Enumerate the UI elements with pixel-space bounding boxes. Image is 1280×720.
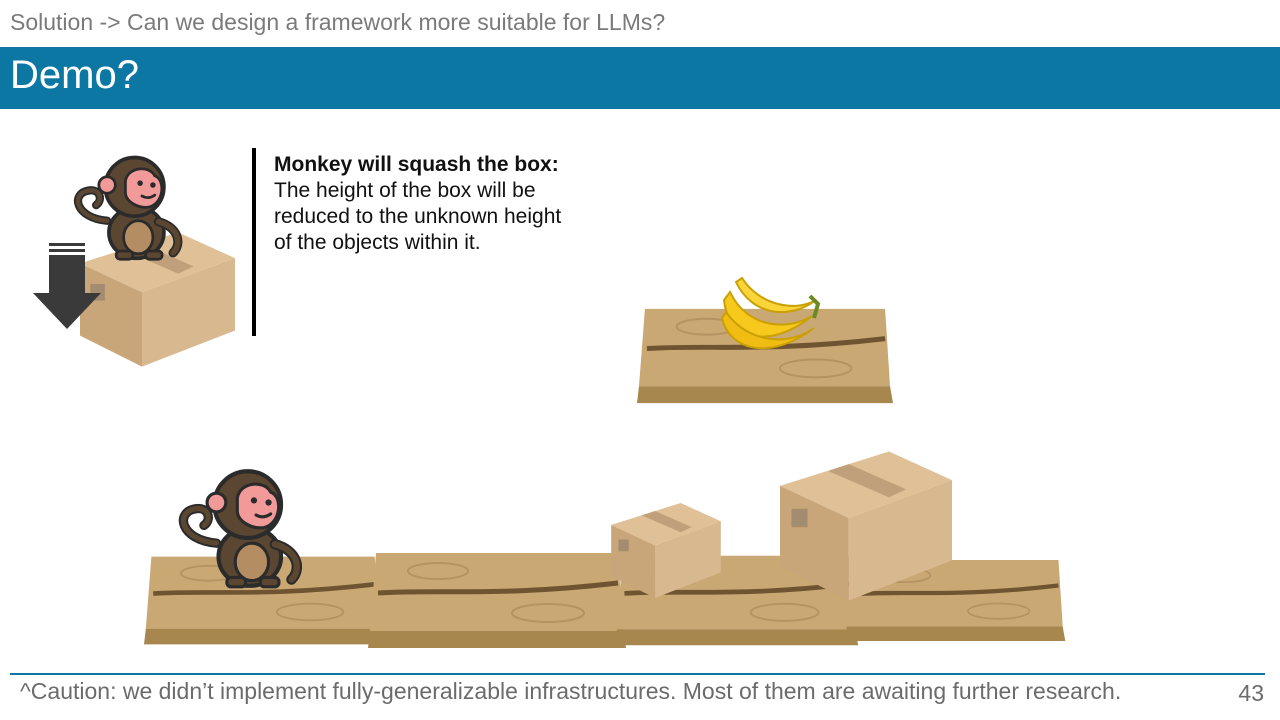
down-arrow-icon [33, 243, 101, 329]
title-bar: Demo? [0, 47, 1280, 109]
description-body: The height of the box will be reduced to… [274, 179, 562, 254]
page-number: 43 [1238, 680, 1264, 706]
divider-line [252, 148, 256, 336]
breadcrumb: Solution -> Can we design a framework mo… [10, 9, 666, 35]
description-text: Monkey will squash the box: The height o… [274, 152, 564, 256]
squash-example [33, 158, 235, 367]
description-heading: Monkey will squash the box: [274, 153, 559, 176]
wooden-plank-icon [368, 553, 626, 648]
footer-divider [10, 673, 1265, 675]
monkey-icon [78, 158, 178, 260]
slide-title: Demo? [10, 53, 139, 97]
banana-icon [720, 276, 821, 350]
footnote: ^Caution: we didn’t implement fully-gene… [20, 678, 1122, 704]
